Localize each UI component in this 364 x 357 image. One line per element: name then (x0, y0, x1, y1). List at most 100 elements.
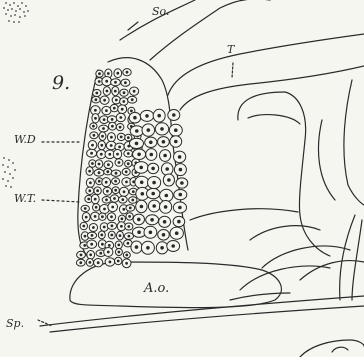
cell-nucleus (101, 144, 103, 146)
cell-nucleus (98, 81, 100, 83)
label-t: T (227, 44, 234, 55)
cell-nucleus (132, 199, 134, 201)
cell-nucleus (118, 251, 120, 253)
cell-nucleus (85, 216, 87, 218)
cell-nucleus (122, 199, 124, 201)
cell-nucleus (126, 71, 128, 73)
cell-nucleus (109, 261, 111, 263)
cell-nucleus (138, 231, 141, 234)
cell-nucleus (106, 90, 108, 92)
cell-nucleus (153, 181, 156, 184)
cell-nucleus (106, 110, 108, 112)
cell-nucleus (98, 163, 100, 165)
cell-nucleus (90, 182, 92, 184)
cell-nucleus (97, 262, 99, 264)
cell-nucleus (135, 142, 138, 145)
cell-nucleus (92, 144, 94, 146)
cell-nucleus (181, 182, 184, 185)
cell-nucleus (152, 192, 155, 195)
cell-nucleus (111, 216, 113, 218)
cell-nucleus (100, 252, 102, 254)
cell-nucleus (84, 208, 86, 210)
cell-nucleus (131, 110, 133, 112)
cell-nucleus (102, 216, 104, 218)
cell-nucleus (95, 206, 97, 208)
cell-nucleus (95, 99, 97, 101)
cell-nucleus (121, 108, 123, 110)
cell-nucleus (133, 90, 135, 92)
cell-nucleus (96, 92, 98, 94)
cell-nucleus (93, 134, 95, 136)
cell-nucleus (103, 128, 105, 130)
cell-nucleus (121, 225, 123, 227)
cell-nucleus (115, 172, 117, 174)
cell-nucleus (91, 152, 93, 154)
cell-nucleus (112, 125, 114, 127)
cell-nucleus (114, 198, 116, 200)
cell-nucleus (126, 262, 128, 264)
cell-nucleus (118, 244, 120, 246)
label-sp: Sp. (6, 318, 24, 329)
cell-nucleus (98, 180, 100, 182)
cell-nucleus (112, 206, 114, 208)
cell-nucleus (91, 235, 93, 237)
cell-nucleus (117, 260, 119, 262)
cell-nucleus (161, 128, 164, 131)
splanchnopleure-line-1 (40, 296, 364, 326)
cell-nucleus (133, 181, 135, 183)
cell-nucleus (111, 234, 113, 236)
cell-nucleus (119, 235, 121, 237)
cell-nucleus (162, 234, 165, 237)
cell-nucleus (120, 136, 122, 138)
dotted-texture-top (3, 2, 29, 23)
cell-nucleus (120, 117, 122, 119)
cell-nucleus (102, 135, 104, 137)
cell-nucleus (102, 243, 104, 245)
cell-nucleus (128, 235, 130, 237)
cell-nucleus (131, 99, 133, 101)
tubule-upper (168, 34, 364, 95)
cell-nucleus (83, 225, 85, 227)
cell-nucleus (107, 171, 109, 173)
cell-nucleus (110, 145, 112, 147)
cell-nucleus (84, 235, 86, 237)
cell-nucleus (147, 129, 150, 132)
cell-nucleus (98, 172, 100, 174)
cell-nucleus (107, 190, 109, 192)
cell-nucleus (111, 225, 113, 227)
cell-nucleus (135, 246, 138, 249)
cell-nucleus (106, 80, 108, 82)
cell-nucleus (108, 164, 110, 166)
cell-nucleus (138, 153, 141, 156)
cell-nucleus (80, 262, 82, 264)
cell-nucleus (179, 193, 182, 196)
cell-nucleus (126, 254, 128, 256)
cell-nucleus (108, 245, 110, 247)
cell-nucleus (150, 141, 153, 144)
cell-nucleus (111, 136, 113, 138)
cell-nucleus (166, 168, 169, 171)
cell-nucleus (178, 156, 181, 159)
cell-nucleus (107, 73, 109, 75)
label-so: So. (152, 6, 169, 17)
figure-number: 9. (52, 74, 70, 93)
cell-nucleus (117, 72, 119, 74)
cell-nucleus (84, 245, 86, 247)
cell-nucleus (165, 194, 168, 197)
cell-nucleus (119, 126, 121, 128)
cell-nucleus (121, 218, 123, 220)
cell-nucleus (123, 208, 125, 210)
cell-nucleus (127, 137, 129, 139)
aorta-outline (70, 262, 282, 308)
cell-nucleus (89, 170, 91, 172)
cell-nucleus (115, 180, 117, 182)
cell-nucleus (163, 221, 166, 224)
cell-nucleus (140, 205, 143, 208)
label-ao: A.o. (144, 282, 169, 295)
cell-nucleus (107, 251, 109, 253)
cell-nucleus (179, 206, 182, 209)
cell-nucleus (123, 101, 125, 103)
cell-nucleus (141, 193, 144, 196)
